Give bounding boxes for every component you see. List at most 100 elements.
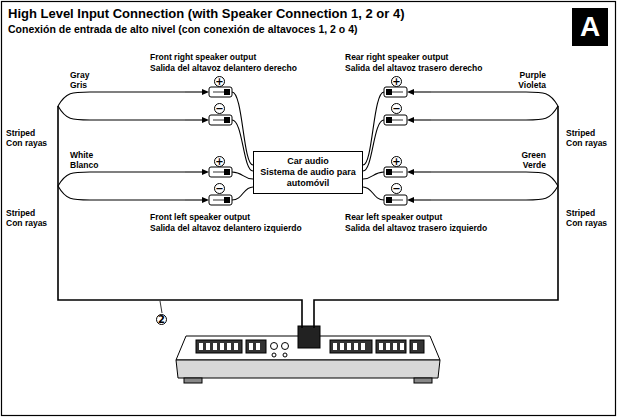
terminal-screw: [413, 343, 417, 350]
wire-label: Striped: [6, 208, 35, 218]
wire-label: Con rayas: [6, 138, 47, 148]
plug-tip: [224, 117, 230, 123]
wire-label: Salida del altavoz trasero izquierdo: [345, 223, 487, 233]
polarity-sign: −: [391, 183, 402, 194]
terminal-screw: [361, 343, 365, 350]
output-wire: [232, 187, 253, 200]
plug-tip: [386, 169, 392, 175]
wire-label: Salida del altavoz trasero derecho: [345, 63, 482, 73]
speaker-wire: [431, 92, 558, 106]
callout-number: 2: [156, 314, 167, 325]
terminal-screw: [347, 343, 351, 350]
speaker-wire: [58, 172, 185, 186]
wire-label: Verde: [523, 160, 546, 170]
output-wire: [363, 92, 384, 165]
output-wire: [363, 187, 384, 200]
wire-label: Gris: [70, 80, 87, 90]
wire-label: Rear right speaker output: [345, 52, 448, 62]
terminal-screws: [199, 343, 417, 350]
plug-connectors: [185, 87, 431, 205]
terminal-screw: [379, 343, 383, 350]
terminal-screw: [213, 343, 217, 350]
wire-label: Green: [521, 150, 546, 160]
arrowhead: [202, 169, 209, 175]
section-letter-box: A: [572, 8, 608, 46]
plug-body: [209, 87, 232, 97]
subtitle: Conexión de entrada de alto nivel (con c…: [8, 23, 358, 36]
wire-label: White: [70, 150, 93, 160]
wire-label: Con rayas: [566, 218, 607, 228]
arrow-line: [185, 171, 203, 172]
plug-tip: [386, 89, 392, 95]
terminal-screw: [249, 343, 253, 350]
terminal-screw: [386, 343, 390, 350]
polarity-sign: −: [214, 103, 225, 114]
wire-label: Con rayas: [566, 138, 607, 148]
speaker-wire: [431, 106, 558, 120]
wire-label: Violeta: [518, 80, 546, 90]
output-wire: [232, 92, 253, 165]
title: High Level Input Connection (with Speake…: [8, 6, 405, 21]
arrowhead: [202, 89, 209, 95]
wire-label: Striped: [6, 128, 35, 138]
wire-label: Salida del altavoz delantero izquierdo: [150, 223, 302, 233]
wire-label: Front right speaker output: [150, 52, 256, 62]
plug-tip: [224, 169, 230, 175]
terminal-screw: [340, 343, 344, 350]
terminal-screw: [220, 343, 224, 350]
arrow-line: [413, 91, 431, 92]
speaker-wire: [58, 92, 185, 106]
polarity-sign: +: [214, 76, 225, 87]
wire-label: Striped: [566, 208, 595, 218]
terminal-screw: [333, 343, 337, 350]
speaker-wire: [58, 106, 185, 120]
arrowhead: [407, 197, 414, 203]
polarity-sign: +: [391, 156, 402, 167]
wire-label: Front left speaker output: [150, 212, 250, 222]
wire-label: Gray: [70, 70, 89, 80]
polarity-sign: +: [214, 156, 225, 167]
speaker-wire: [58, 186, 185, 200]
car-audio-box: Car audioSistema de audio para automóvil: [253, 151, 363, 194]
plug-tip: [224, 197, 230, 203]
plug-body: [209, 167, 232, 177]
arrow-line: [185, 119, 203, 120]
speaker-wire: [431, 186, 558, 200]
terminal-screw: [227, 343, 231, 350]
amplifier: [176, 326, 440, 383]
harness-cable: [58, 106, 302, 328]
wire-label: Con rayas: [6, 218, 47, 228]
plug-body: [384, 115, 407, 125]
harness-cable: [314, 106, 558, 328]
plug-body: [384, 195, 407, 205]
wire-label: Rear left speaker output: [345, 212, 442, 222]
arrowhead: [407, 169, 414, 175]
wire-label: Salida del altavoz delantero derecho: [150, 63, 297, 73]
polarity-sign: +: [391, 76, 402, 87]
box-text: A: [572, 8, 608, 46]
terminal-screw: [400, 343, 404, 350]
terminal-screw: [199, 343, 203, 350]
arrow-line: [413, 119, 431, 120]
plug-body: [384, 167, 407, 177]
arrowhead: [202, 117, 209, 123]
polarity-sign: −: [391, 103, 402, 114]
wire-label: Blanco: [70, 160, 98, 170]
arrowhead: [407, 89, 414, 95]
speaker-wire: [431, 172, 558, 186]
output-wire: [363, 120, 384, 171]
plug-tip: [224, 89, 230, 95]
wire-label: Purple: [520, 70, 546, 80]
output-wire: [232, 172, 253, 179]
arrow-line: [185, 199, 203, 200]
speaker-wires: [58, 92, 558, 328]
wire-label: Striped: [566, 128, 595, 138]
plug-body: [209, 115, 232, 125]
arrow-line: [413, 171, 431, 172]
arrowhead: [407, 117, 414, 123]
polarity-sign: −: [214, 183, 225, 194]
arrow-line: [185, 91, 203, 92]
output-wire: [363, 172, 384, 179]
